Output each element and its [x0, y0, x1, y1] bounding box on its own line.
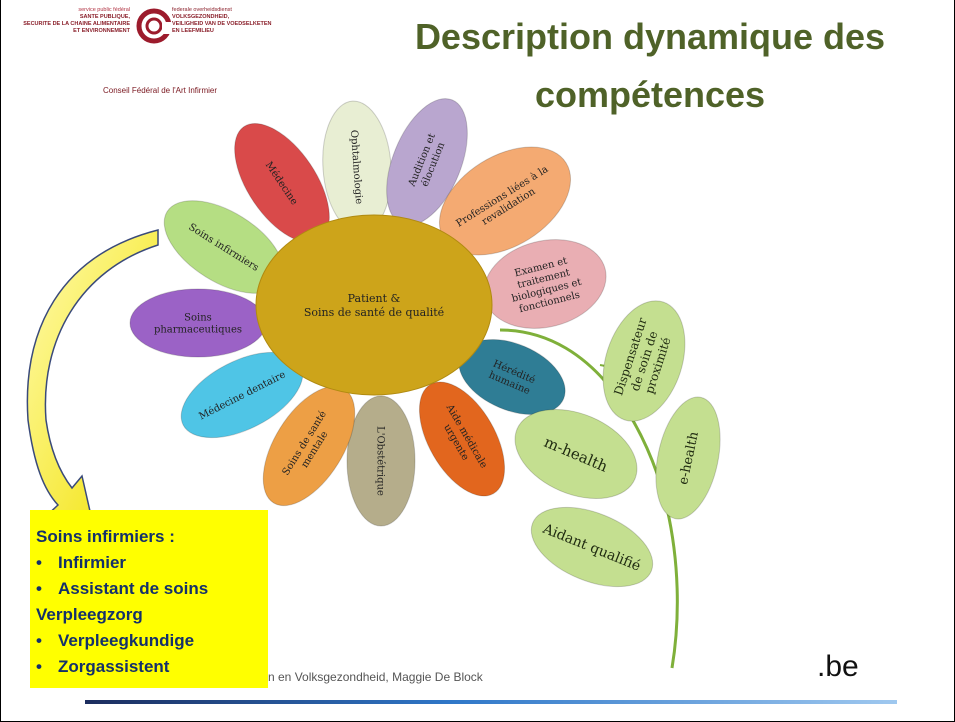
petal: Médecine — [234, 123, 330, 243]
callout-item: • Assistant de soins — [36, 576, 268, 602]
petal: Médecine dentaire — [180, 351, 304, 439]
flower-center — [255, 214, 493, 396]
leaf: Dispensateurde soin deproximité — [602, 300, 686, 422]
title-line-2: compétences — [534, 74, 766, 115]
logo-nl-text: federale overheidsdienst VOLKSGEZONDHEID… — [172, 7, 312, 35]
logo-nl-line: VOLKSGEZONDHEID, — [172, 14, 230, 20]
leaf-shape — [514, 408, 638, 500]
leaf-shape — [655, 396, 721, 520]
callout-item-label: Assistant de soins — [58, 579, 209, 598]
curved-arrow-icon — [26, 229, 159, 521]
logo-fr-text: service public fédéral SANTE PUBLIQUE, S… — [0, 7, 130, 35]
center-label-1: Patient & — [348, 292, 401, 305]
logo-mark-icon — [136, 8, 172, 44]
callout-item: • Verpleegkundige — [36, 628, 268, 654]
logo-nl-line: EN LEEFMILIEU — [172, 28, 214, 34]
institution-logo: service public fédéral SANTE PUBLIQUE, S… — [0, 4, 300, 96]
leaf: m-health — [514, 408, 638, 500]
leaf-shape — [602, 300, 686, 422]
leaf: Aidant qualifié — [530, 506, 654, 588]
logo-fr-line: SECURITE DE LA CHAINE ALIMENTAIRE — [23, 21, 130, 27]
logo-fr-line: service public fédéral — [78, 7, 130, 13]
callout-heading-nl: Verpleegzorg — [36, 605, 143, 624]
petal: Soins de santémentale — [262, 385, 356, 507]
petal-label: L'Obstétrique — [375, 426, 386, 496]
logo-fr-line: ET ENVIRONNEMENT — [73, 28, 130, 34]
footer-bar — [85, 700, 897, 704]
petal: L'Obstétrique — [346, 395, 416, 527]
logo-nl-line: VEILIGHEID VAN DE VOEDSELKETEN — [172, 21, 272, 27]
footer-text: n en Volksgezondheid, Maggie De Block — [268, 670, 483, 684]
petal-shape — [346, 395, 416, 527]
bullet-icon: • — [36, 553, 42, 572]
callout-item: • Infirmier — [36, 550, 268, 576]
leaf-shape — [530, 506, 654, 588]
callout-item-label: Infirmier — [58, 553, 127, 572]
bullet-icon: • — [36, 631, 42, 650]
petal: Héréditéhumaine — [458, 339, 566, 415]
callout-item: • Zorgassistent — [36, 654, 268, 680]
petal: Ophtalmologie — [322, 100, 392, 234]
logo-nl-line: federale overheidsdienst — [172, 7, 232, 13]
logo-fr-line: SANTE PUBLIQUE, — [79, 14, 130, 20]
petal: Audition etélocution — [386, 98, 468, 226]
be-logo: .be — [817, 650, 859, 683]
callout-item-label: Verpleegkundige — [58, 631, 195, 650]
council-name: Conseil Fédéral de l'Art Infirmier — [102, 86, 217, 95]
title-line-1: Description dynamique des — [414, 16, 886, 57]
leaf: e-health — [655, 396, 721, 520]
petal: Aide médicaleurgente — [418, 381, 506, 497]
callout-item-label: Zorgassistent — [58, 657, 170, 676]
slide-title: Description dynamique des compétences — [350, 8, 950, 124]
petal: Professions liées à larevalidation — [438, 146, 572, 256]
petal: Examen ettraitementbiologiques etfonctio… — [483, 239, 607, 329]
petal: Soins infirmiers — [163, 200, 285, 294]
bullet-icon: • — [36, 657, 42, 676]
callout-heading-fr: Soins infirmiers : — [36, 527, 175, 546]
nursing-callout-box: Soins infirmiers : • Infirmier • Assistant… — [30, 510, 268, 688]
center-label-2: Soins de santé de qualité — [304, 306, 444, 319]
petal-label: Ophtalmologie — [348, 130, 364, 205]
bullet-icon: • — [36, 579, 42, 598]
